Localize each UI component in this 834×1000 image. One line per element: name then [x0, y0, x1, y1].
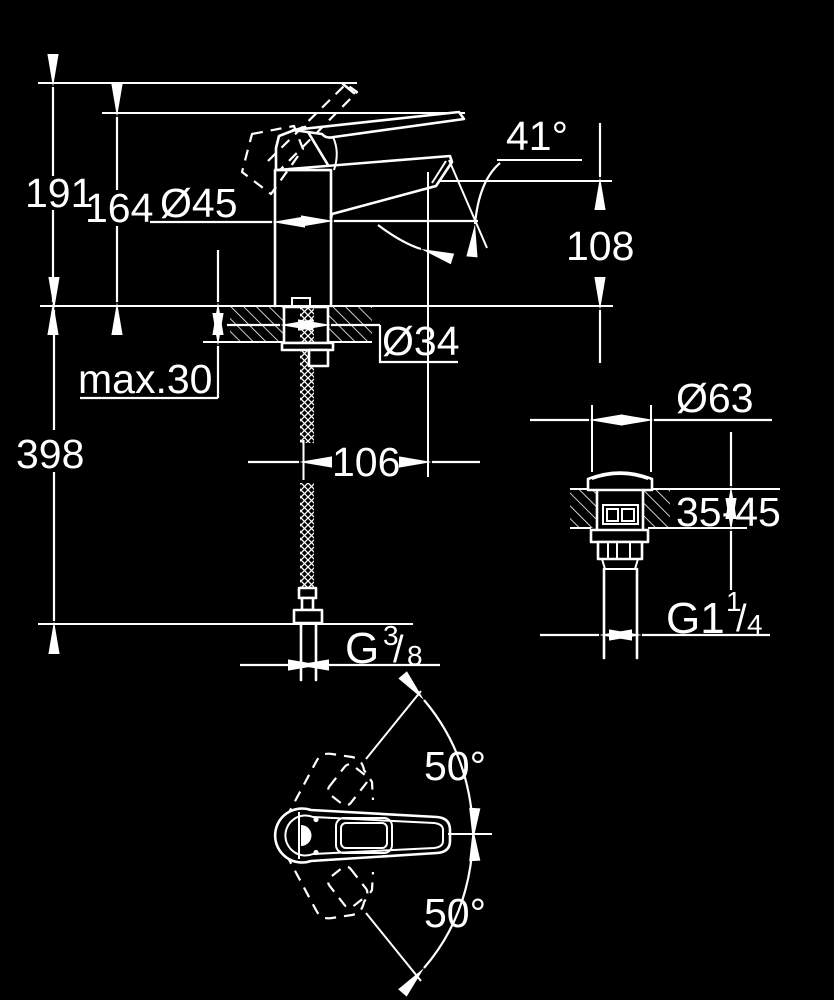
overflow-window	[602, 504, 639, 525]
overflow-slot-right	[621, 508, 635, 522]
leader-to-spout-axis	[377, 224, 455, 265]
g38-sup: 3	[383, 620, 399, 651]
waste-collar	[589, 528, 650, 544]
basin-hatch-right	[643, 490, 670, 528]
dim-34-flag	[378, 325, 458, 364]
swivel-up-window-rect	[326, 763, 369, 807]
housing-raised-dashed	[240, 124, 305, 196]
mounting-washer	[280, 341, 335, 352]
dim-106-label: 106	[332, 439, 400, 485]
handle-swivel-down-window	[326, 865, 369, 909]
aerator-face-line	[431, 160, 447, 184]
swivel-down-window-rect	[326, 865, 369, 909]
handle-window-outer	[335, 817, 393, 854]
basin-hatch-left	[570, 490, 597, 528]
dim-63-label: Ø63	[676, 375, 754, 421]
handle-swivel-up-dashed	[285, 752, 375, 819]
g114-slash: /	[736, 598, 747, 640]
waste-taper	[601, 558, 639, 570]
dim-g114-label: G1 1 / 4	[666, 586, 763, 643]
supply-hose-lower	[300, 483, 314, 588]
spout-angle-line	[448, 159, 488, 249]
dim-398-label: 398	[16, 431, 84, 477]
lever-raised-tip	[341, 82, 356, 95]
mounting-nut	[307, 348, 330, 368]
neck-line	[332, 136, 338, 171]
g114-sup: 1	[726, 586, 742, 617]
dim-50-top-label: 50°	[424, 743, 486, 789]
angle-arc-41	[466, 162, 501, 258]
dim-164-label: 164	[85, 185, 153, 231]
dim-45-label: Ø45	[160, 180, 238, 226]
waste-cap-inner-line	[591, 473, 649, 480]
dim-3545-label: 35-45	[676, 489, 781, 535]
faucet-body	[240, 82, 466, 308]
handle-dot-bottom	[313, 849, 319, 856]
dim-g38-label: G 3 / 8	[345, 620, 423, 673]
side-elevation-view: 191 164 Ø45 41° 108 max.30 Ø34 398	[16, 54, 634, 682]
lever-raised-dashed	[267, 82, 359, 171]
handle-swivel-down-dashed	[285, 853, 375, 920]
waste-slotted-section	[596, 540, 644, 561]
handle-window-inner	[340, 822, 388, 849]
swivel-arc-lower	[398, 807, 481, 997]
dim-50-bottom-label: 50°	[424, 890, 486, 936]
drain-detail-view: Ø63 35-45 G1 1 / 4	[530, 375, 781, 660]
hose-ferrule	[297, 586, 318, 600]
g114-base: G1	[666, 594, 725, 643]
supply-nut	[292, 608, 324, 625]
dim-34-label: Ø34	[382, 318, 460, 364]
g38-base: G	[345, 624, 379, 673]
lever-closed	[291, 110, 466, 139]
dim-108-label: 108	[566, 223, 634, 269]
dim-max30-label: max.30	[78, 356, 212, 402]
waste-cap	[586, 471, 654, 492]
handle-top-view: 50° 50°	[273, 671, 492, 997]
handle-swivel-up-window	[326, 763, 369, 807]
supply-hose-upper	[300, 307, 314, 443]
handle-dot-top	[313, 816, 319, 823]
hose-neck	[300, 596, 315, 612]
dim-41-label: 41°	[506, 113, 568, 159]
overflow-slot-left	[606, 508, 619, 522]
g114-sub: 4	[747, 609, 763, 640]
spout	[275, 154, 454, 220]
dim-191-label: 191	[25, 170, 93, 216]
g38-slash: /	[393, 629, 404, 671]
handle-indicator-mark	[301, 825, 312, 846]
g38-sub: 8	[407, 640, 423, 671]
